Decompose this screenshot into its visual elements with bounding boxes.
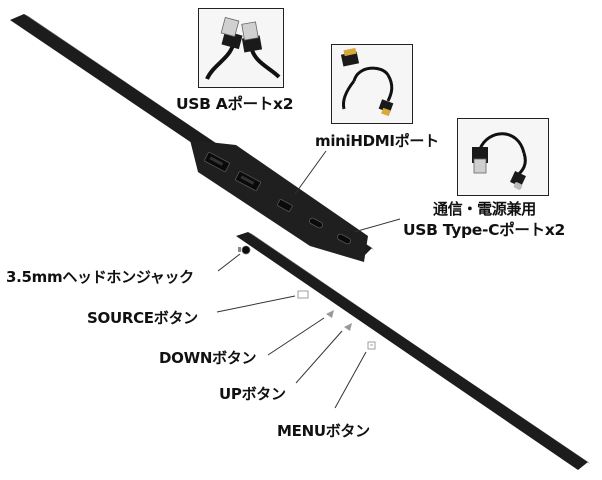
usb-a-plug-icon [198,8,284,88]
bottom-edge-bar [236,232,590,470]
audio-leader-line [217,253,241,272]
source-button [297,290,309,299]
mini-hdmi-plug-icon [331,44,413,124]
menu-button [367,341,376,350]
top-edge-bar [10,14,374,262]
source-button-label: SOURCEボタン [87,309,198,327]
usbc-leader-line [353,218,401,233]
usb-c-port [309,217,323,229]
minihdmi-leader-line [294,150,327,195]
down-button-label: DOWNボタン [159,349,257,367]
up-button-label: UPボタン [219,385,286,403]
menu-button-label: MENUボタン [277,422,370,440]
down-leader-line [267,317,325,356]
headphone-jack [241,245,251,255]
usb-c-plug-icon [457,118,549,196]
mini-hdmi-port [276,199,293,212]
leader-lines [216,150,401,409]
menu-leader-line [334,351,367,409]
minihdmi-label: miniHDMIポート [315,132,439,150]
audio-jack-label: 3.5mmヘッドホンジャック [6,268,194,286]
source-leader-line [216,295,296,313]
usbc-label-line2: USB Type-Cポートx2 [403,221,565,239]
usb-a-label: USB Aポートx2 [176,95,294,113]
usb-a-port [235,170,261,192]
usb-c-port [337,233,351,245]
usb-a-port [204,151,230,173]
up-leader-line [295,330,343,384]
usbc-label-line1: 通信・電源兼用 [433,200,536,218]
up-button [344,323,352,331]
down-button [326,310,334,318]
